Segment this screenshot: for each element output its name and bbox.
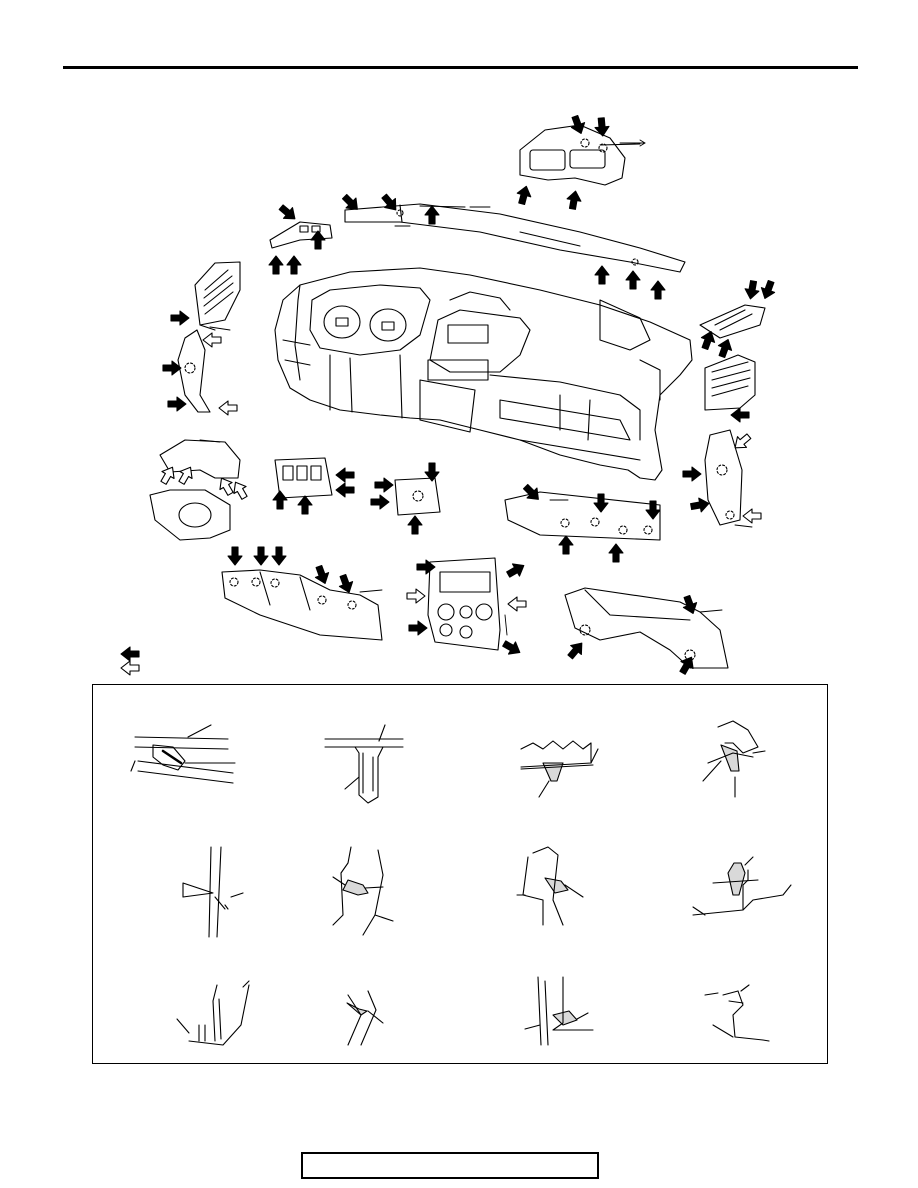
clip-detail-6 [333, 847, 393, 935]
clip-detail-5 [183, 847, 243, 937]
center-audio-panel [428, 558, 500, 650]
header-rule [63, 66, 858, 69]
clip-detail-2 [325, 725, 403, 803]
upper-cover-strip [345, 204, 685, 272]
legend-filled-arrow-icon [120, 646, 140, 662]
top-center-meter-hood [520, 125, 640, 185]
right-side-air-vent [705, 355, 755, 410]
clip-detail-11 [525, 977, 593, 1045]
clip-detail-9 [177, 981, 249, 1045]
lower-knee-panel [222, 570, 382, 640]
clip-detail-7 [517, 847, 583, 925]
clip-detail-1 [131, 725, 235, 783]
legend [120, 646, 140, 676]
glove-box [565, 588, 728, 668]
left-side-trim-panel [178, 330, 210, 412]
clip-detail-panel [92, 684, 828, 1064]
clip-detail-3 [521, 741, 598, 797]
clip-detail-12 [705, 985, 769, 1041]
footer-box [301, 1152, 599, 1179]
right-side-trim-panel [705, 430, 742, 525]
clip-detail-8 [693, 857, 791, 915]
removal-direction-lines [200, 140, 752, 635]
switch-panel [275, 458, 332, 498]
instrument-panel [275, 268, 692, 480]
exploded-view-diagram [120, 113, 779, 677]
clip-detail-4 [703, 721, 765, 797]
small-left-cover [270, 222, 332, 248]
left-side-air-vent [195, 262, 240, 330]
clip-detail-views [93, 685, 827, 1063]
center-bracket [395, 478, 440, 515]
legend-outline-arrow-icon [120, 660, 140, 676]
clip-detail-10 [347, 991, 383, 1045]
claw-position-arrows [156, 332, 762, 612]
right-upper-vent-cover [700, 305, 765, 338]
right-lower-cover [505, 492, 660, 540]
